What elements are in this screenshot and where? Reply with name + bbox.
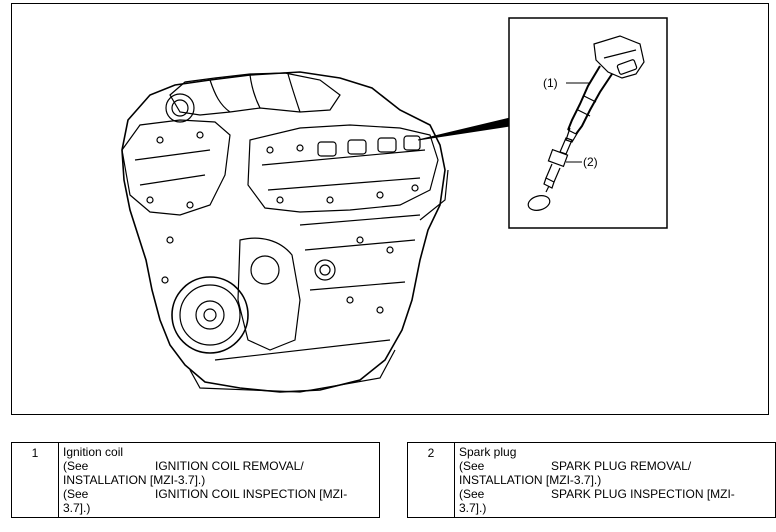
reference-link-removal[interactable]: SPARK PLUG REMOVAL/ — [551, 459, 692, 473]
part-name: Spark plug — [459, 445, 517, 459]
see-prefix: (See — [63, 459, 89, 473]
legend-table-spark-plug: 2 Spark plug (See SPARK PLUG REMOVAL/ INS… — [407, 442, 776, 518]
engine-illustration — [121, 71, 449, 393]
reference-link-removal-tail[interactable]: INSTALLATION [MZI-3.7].) — [459, 473, 602, 487]
reference-link-removal[interactable]: IGNITION COIL REMOVAL/ — [155, 459, 304, 473]
legend-table-ignition-coil: 1 Ignition coil (See IGNITION COIL REMOVA… — [11, 442, 380, 518]
legend-description: Spark plug (See SPARK PLUG REMOVAL/ INSTA… — [454, 442, 776, 518]
legend-description: Ignition coil (See IGNITION COIL REMOVAL/… — [58, 442, 380, 518]
see-prefix: (See — [459, 487, 485, 501]
reference-link-inspection[interactable]: IGNITION COIL INSPECTION [MZI- — [155, 487, 348, 501]
reference-link-removal-tail[interactable]: INSTALLATION [MZI-3.7].) — [63, 473, 206, 487]
reference-link-inspection[interactable]: SPARK PLUG INSPECTION [MZI- — [551, 487, 735, 501]
legend-number: 1 — [11, 442, 59, 518]
see-prefix: (See — [459, 459, 485, 473]
callout-label-2: (2) — [583, 155, 598, 169]
ignition-coil-drawing — [565, 35, 645, 143]
reference-link-inspection-tail[interactable]: 3.7].) — [63, 501, 91, 515]
figure-illustration: (1) (2) — [121, 17, 668, 393]
gasket-ring-drawing — [527, 195, 551, 211]
reference-link-inspection-tail[interactable]: 3.7].) — [459, 501, 487, 515]
legend-number: 2 — [407, 442, 455, 518]
see-prefix: (See — [63, 487, 89, 501]
spark-plug-drawing — [543, 137, 573, 193]
figure-frame — [11, 3, 769, 415]
part-name: Ignition coil — [63, 445, 124, 459]
callout-label-1: (1) — [543, 76, 558, 90]
detail-inset-frame — [508, 17, 668, 229]
